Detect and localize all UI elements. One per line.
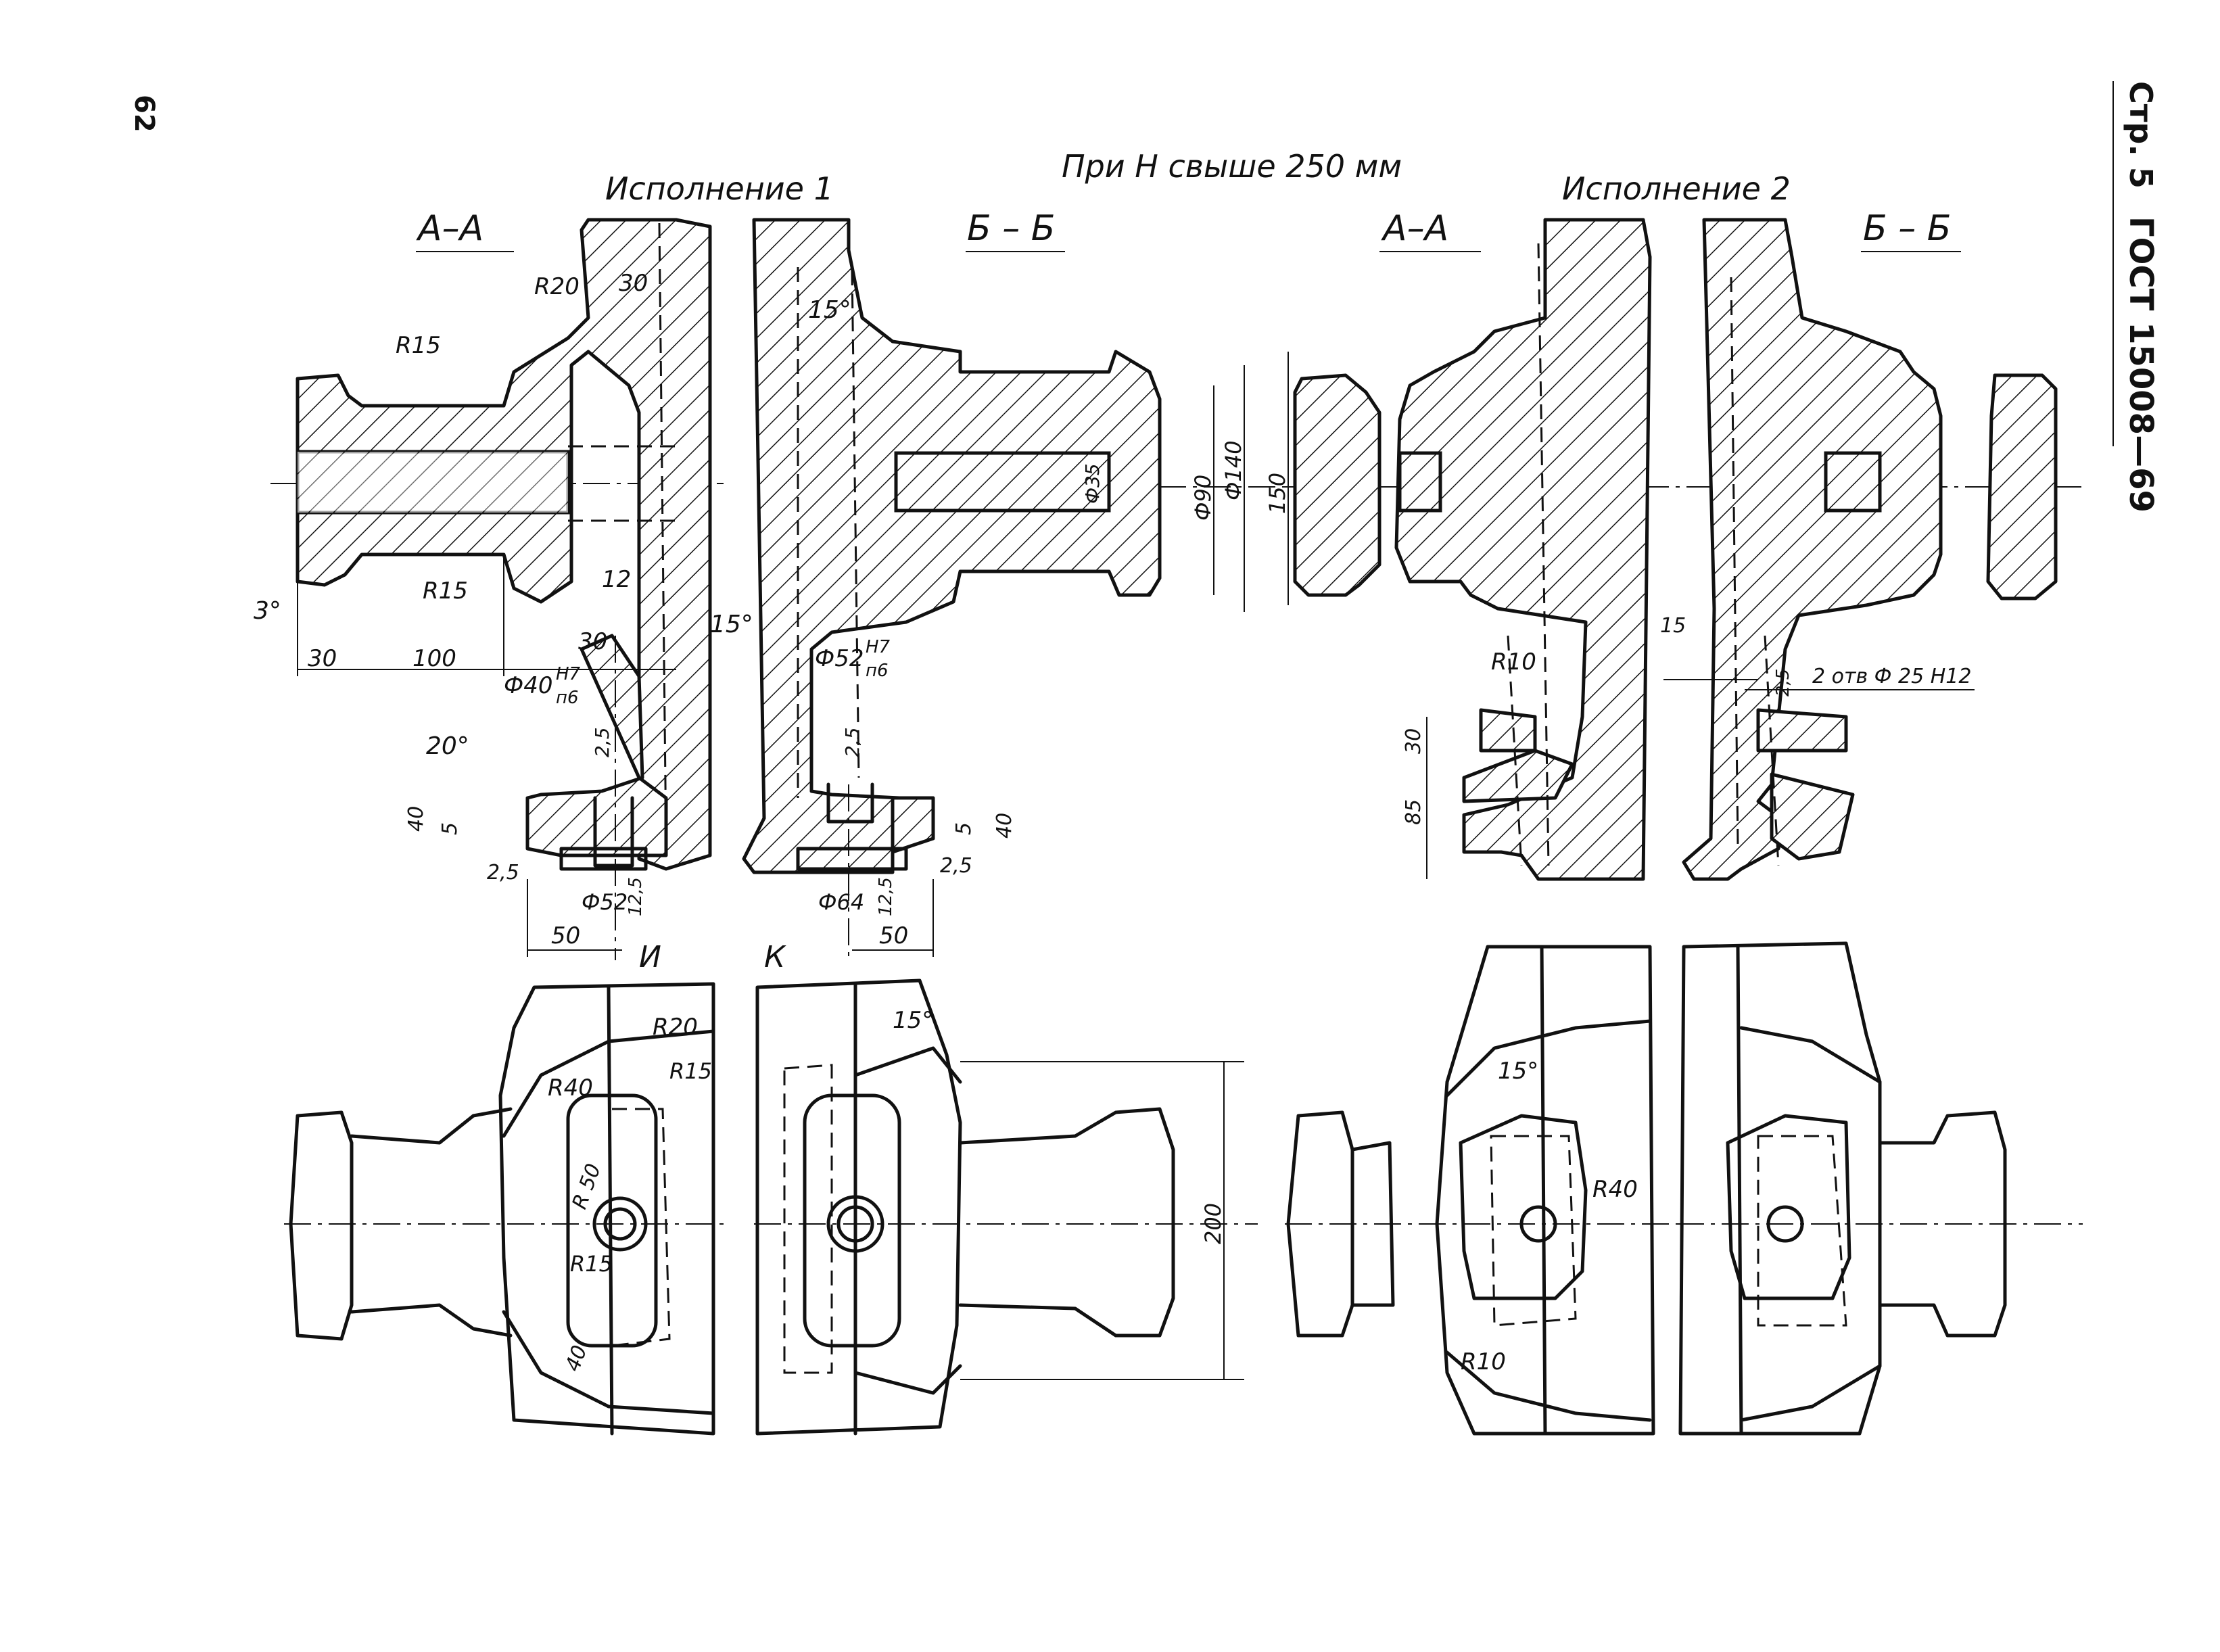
variant1-label: Исполнение 1	[605, 170, 834, 207]
dim-50-b: 50	[879, 922, 908, 949]
page-number: 62	[128, 95, 160, 133]
dim-30-v2: 30	[1402, 728, 1425, 754]
dim-plan-40: 40	[561, 1342, 592, 1375]
dim-30-top: 30	[619, 270, 648, 297]
dim-plan-r15-b: R15	[570, 1251, 613, 1277]
dim-5-a: 5	[438, 822, 462, 835]
dim-fit-n6: п6	[556, 688, 579, 708]
plan-view-variant2-left	[1285, 945, 1704, 1436]
dim-phi64: Ф64	[818, 889, 864, 915]
dim-40-b: 40	[993, 813, 1016, 839]
dim-r20: R20	[534, 273, 580, 300]
dim-r15-b: R15	[423, 577, 468, 605]
view-k-label: К	[764, 940, 786, 974]
drawing-title: При Н свыше 250 мм	[1062, 148, 1402, 185]
dim-2-5-e: 2,5	[1773, 669, 1793, 697]
dim-plan2-angle-15: 15°	[1498, 1058, 1538, 1085]
dim-phi35: Ф35	[1081, 463, 1104, 504]
dim-angle-3: 3°	[254, 597, 281, 625]
dim-phi52-b: Ф52	[815, 645, 864, 672]
dim-12: 12	[602, 566, 631, 593]
dim-r10-a: R10	[1491, 648, 1536, 676]
dim-angle-15-a: 15°	[710, 611, 753, 638]
dim-50-a: 50	[551, 922, 580, 949]
dim-plan-r20: R20	[653, 1014, 698, 1041]
dim-plan2-r40: R40	[1592, 1176, 1638, 1203]
section-bb2-label: Б – Б	[1863, 208, 1951, 249]
variant2-section-aa	[1285, 218, 1704, 881]
dim-85: 85	[1402, 799, 1425, 825]
standard-number: ГОСТ 15008—69	[2122, 216, 2160, 513]
dim-plan-angle-15: 15°	[893, 1007, 933, 1034]
dim-fit-h7-b: H7	[866, 637, 891, 657]
section-aa2-label: А–А	[1381, 208, 1448, 249]
dim-2-5-d: 2,5	[940, 854, 972, 878]
dim-phi40: Ф40	[504, 672, 553, 699]
dim-holes: 2 отв Ф 25 Н12	[1812, 665, 1971, 688]
dim-fit-n6-b: п6	[866, 661, 889, 681]
plan-view-variant2-right	[1677, 941, 2083, 1436]
variant2-label: Исполнение 2	[1562, 170, 1791, 207]
dim-angle-20: 20°	[426, 732, 469, 760]
dim-angle-15-b: 15°	[808, 296, 851, 324]
section-bb-label: Б – Б	[967, 208, 1055, 249]
dim-100: 100	[412, 645, 456, 672]
dim-5-b: 5	[952, 822, 976, 835]
dim-15: 15	[1660, 614, 1686, 638]
dim-phi140: Ф140	[1221, 440, 1246, 500]
view-i-label: И	[639, 940, 661, 974]
dim-plan2-r10: R10	[1461, 1348, 1506, 1375]
dim-phi52-a: Ф52	[582, 889, 628, 915]
dim-2-5-b: 2,5	[487, 861, 519, 884]
dim-150: 150	[1265, 473, 1290, 514]
dim-plan-r15: R15	[669, 1058, 712, 1084]
dim-plan-r40: R40	[548, 1075, 593, 1102]
variant1-section-bb	[742, 218, 1285, 960]
dim-plan-200: 200	[1200, 1203, 1226, 1244]
plan-view-variant1-left	[284, 982, 730, 1436]
variant2-section-bb	[1682, 218, 2083, 881]
dim-plan-r50: R 50	[568, 1160, 606, 1212]
dim-fit-h7: H7	[556, 664, 581, 684]
dim-30-left: 30	[308, 645, 337, 672]
dim-12-5-b: 12,5	[876, 877, 896, 916]
dim-phi90: Ф90	[1190, 475, 1216, 521]
dim-2-5-c: 2,5	[841, 727, 864, 757]
plan-view-variant1-right	[754, 978, 1258, 1436]
section-aa-label: А–А	[416, 208, 483, 249]
variant1-section-aa	[270, 218, 724, 960]
dim-2-5-a: 2,5	[591, 727, 613, 757]
dim-r15-a: R15	[396, 332, 441, 359]
dimension-lines	[297, 352, 1975, 1380]
page-label: Стр. 5	[2123, 81, 2159, 189]
dim-12-5-a: 12,5	[625, 877, 646, 916]
dim-40-a: 40	[404, 806, 428, 832]
dim-30-mid: 30	[578, 628, 607, 655]
